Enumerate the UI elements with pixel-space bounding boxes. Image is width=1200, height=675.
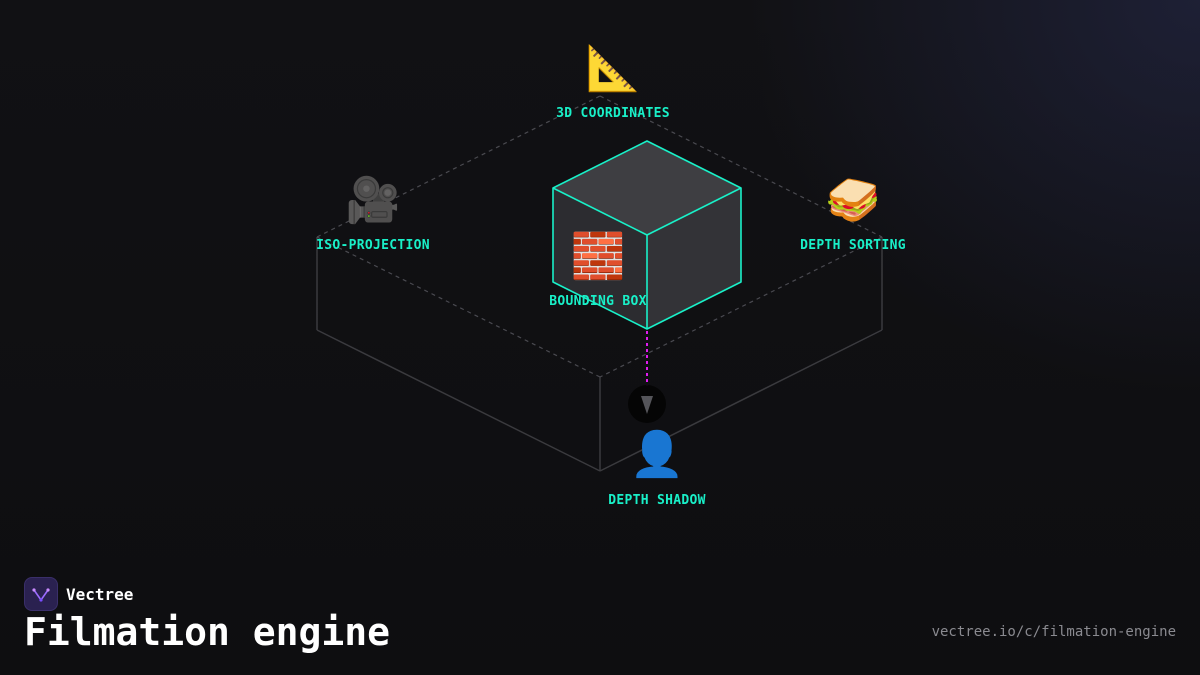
node-3d-coordinates: 📐 3D COORDINATES xyxy=(553,43,673,122)
node-depth-shadow: 👤 DEPTH SHADOW xyxy=(597,429,717,509)
node-label: BOUNDING BOX xyxy=(549,294,647,309)
person-silhouette-icon: 👤 xyxy=(629,429,685,480)
node-iso-projection: 🎥 ISO-PROJECTION xyxy=(313,175,433,254)
sandwich-icon: 🥪 xyxy=(825,175,881,226)
brick-icon: 🧱 xyxy=(570,231,626,282)
node-label: ISO-PROJECTION xyxy=(316,238,430,253)
bounding-cube xyxy=(552,140,742,330)
node-bounding-box: 🧱 BOUNDING BOX xyxy=(548,231,648,310)
triangular-ruler-icon: 📐 xyxy=(585,43,641,94)
node-label: DEPTH SORTING xyxy=(800,238,906,253)
outer-slab xyxy=(316,237,883,472)
node-label: 3D COORDINATES xyxy=(556,106,670,121)
node-depth-sorting: 🥪 DEPTH SORTING xyxy=(793,175,913,254)
node-label: DEPTH SHADOW xyxy=(608,493,706,508)
brand-name: Vectree xyxy=(66,584,134,604)
movie-camera-icon: 🎥 xyxy=(345,175,401,226)
vectree-logo-icon xyxy=(24,577,58,611)
page-url[interactable]: vectree.io/c/filmation-engine xyxy=(931,624,1176,640)
slab-bottom-left xyxy=(316,329,601,472)
brand: Vectree xyxy=(24,577,133,611)
slab-bottom-right xyxy=(599,329,883,472)
shadow-arrow-icon xyxy=(641,396,653,414)
page-title: Filmation engine xyxy=(24,610,391,654)
